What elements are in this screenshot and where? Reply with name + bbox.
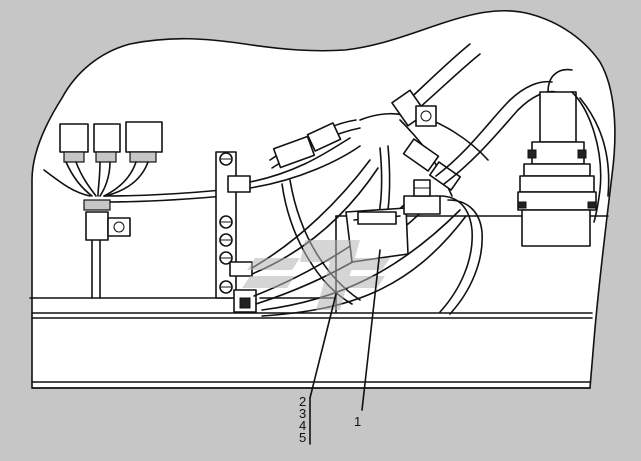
- right-cylinder-unit: [517, 68, 610, 247]
- callout-label-1: 1: [354, 414, 361, 429]
- callout-label-4: 4: [299, 418, 306, 433]
- callout-label-2: 2: [299, 394, 306, 409]
- watermark-logo: [242, 240, 390, 310]
- callout-label-3: 3: [299, 406, 306, 421]
- callout-label-5: 5: [299, 430, 306, 445]
- callout-1: 1: [354, 249, 381, 429]
- cutaway-region: [31, 9, 616, 389]
- left-connector-block: [43, 121, 225, 203]
- callout-group-2-5: 2 3 4 5: [299, 293, 337, 445]
- terminal-strip: [215, 151, 257, 313]
- inline-connectors: [272, 122, 462, 191]
- central-bracket: [345, 179, 441, 263]
- vertical-pipes: [91, 234, 101, 299]
- pipe-clamp: [83, 199, 131, 241]
